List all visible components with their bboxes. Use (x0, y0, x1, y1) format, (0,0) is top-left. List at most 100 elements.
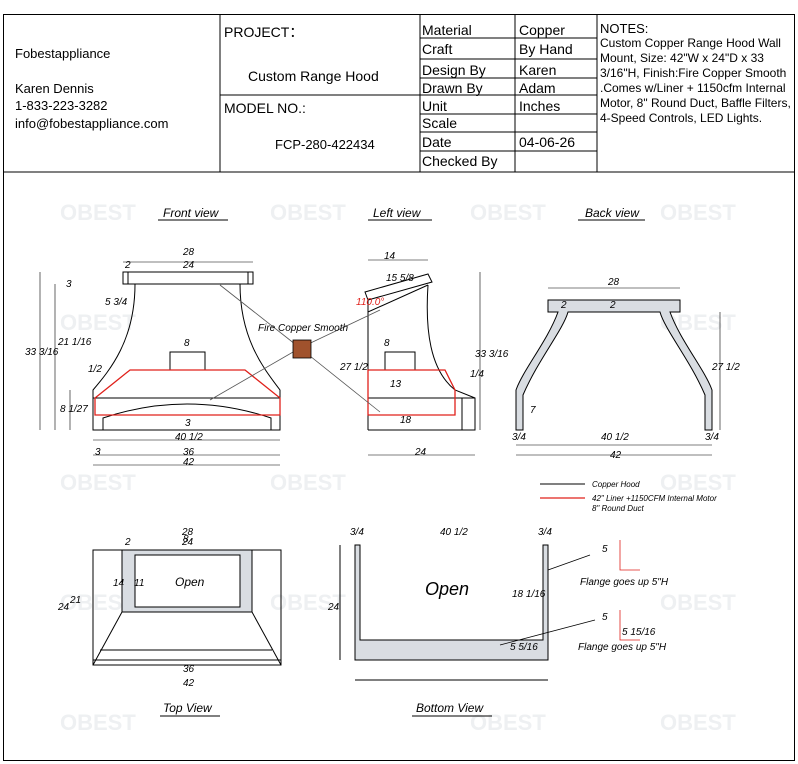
left-liner (367, 369, 456, 416)
title-block-grid (3, 14, 795, 173)
contact-phone: 1-833-223-3282 (15, 98, 108, 113)
left-dim-top14: 14 (384, 251, 396, 262)
back-dim-q2: 3/4 (705, 432, 719, 443)
spec-label-scale: Scale (422, 115, 458, 131)
front-dim-d3: 3 (66, 279, 72, 290)
watermark-text: OBEST (470, 710, 546, 735)
spec-value-drawn: Adam (519, 80, 556, 96)
legend-liner-2: 8" Round Duct (592, 504, 645, 513)
left-dim-d15: 15 5/8 (386, 273, 414, 284)
spec-value-design: Karen (519, 62, 557, 78)
flange-label-1: Flange goes up 5"H (580, 577, 669, 588)
top-dim-w36: 36 (183, 664, 195, 675)
bottom-dim-h24: 24 (327, 602, 340, 613)
flange-label-2: Flange goes up 5"H (578, 642, 667, 653)
left-dim-duct: 8 (384, 338, 390, 349)
spec-value-unit: Inches (519, 98, 561, 114)
top-dim-d8: 8 (183, 534, 189, 545)
legend-liner-1: 42" Liner +1150CFM Internal Motor (592, 494, 717, 503)
flange-dim-5: 5 (602, 544, 608, 555)
flange-details (499, 540, 640, 646)
watermark-text: OBEST (660, 710, 736, 735)
spec-label-unit: Unit (422, 98, 447, 114)
front-dim-h33: 33 3/16 (25, 347, 59, 358)
watermark-text: OBEST (270, 590, 346, 615)
bottom-view (339, 544, 549, 681)
back-dim-e2b: 2 (609, 300, 616, 311)
spec-value-craft: By Hand (519, 41, 573, 57)
front-dim-h1: 1/2 (88, 364, 102, 375)
watermark-text: OBEST (270, 200, 346, 225)
watermark-text: OBEST (60, 200, 136, 225)
top-view (92, 549, 282, 666)
bottom-dim-w40: 40 1/2 (440, 527, 468, 538)
model-label: MODEL NO.: (224, 100, 306, 116)
watermark-text: OBEST (660, 200, 736, 225)
bottom-view-open: Open (425, 579, 469, 599)
left-dim-h13: 13 (390, 379, 402, 390)
watermark-text: OBEST (660, 590, 736, 615)
left-dim-angle: 110.0° (356, 297, 384, 308)
top-dim-w42: 42 (183, 678, 195, 689)
watermark-text: OBEST (60, 710, 136, 735)
finish-callout (209, 284, 381, 413)
spec-label-date: Date (422, 134, 452, 150)
legend: Copper Hood 42" Liner +1150CFM Internal … (540, 480, 717, 513)
front-view-title: Front view (163, 206, 220, 220)
flange-dim-5b: 5 (602, 612, 608, 623)
model-number: FCP-280-422434 (275, 137, 375, 152)
bottom-dim-h5: 5 5/16 (510, 642, 538, 653)
contact-name: Karen Dennis (15, 81, 94, 96)
notes-block: NOTES: Custom Copper Range Hood Wall Mou… (600, 21, 792, 126)
watermark-text: OBEST (60, 310, 136, 335)
top-dim-h21: 21 (69, 595, 81, 606)
bottom-dim-q: 3/4 (350, 527, 364, 538)
front-dim-w36: 36 (183, 447, 195, 458)
front-dim-s3: 3 (95, 447, 101, 458)
watermark-text: OBEST (60, 470, 136, 495)
front-dim-inner-top: 24 (182, 260, 195, 271)
front-dim-d5: 5 3/4 (105, 297, 128, 308)
front-dim-w40: 40 1/2 (175, 432, 203, 443)
front-dim-w42: 42 (183, 457, 195, 468)
back-dim-w42: 42 (610, 450, 622, 461)
bottom-dim-h18: 18 1/16 (512, 589, 546, 600)
top-dim-h14: 14 (113, 578, 125, 589)
left-dim-h18: 18 (400, 415, 412, 426)
left-dim-d24: 24 (414, 447, 427, 458)
spec-value-material: Copper (519, 22, 565, 38)
spec-label-design: Design By (422, 62, 486, 78)
project-name: Custom Range Hood (248, 68, 379, 84)
front-dim-h8: 8 1/27 (60, 404, 88, 415)
back-dim-q: 3/4 (512, 432, 526, 443)
top-dim-h24: 24 (57, 602, 70, 613)
notes-text: Custom Copper Range Hood Wall Mount, Siz… (600, 36, 791, 125)
front-dim-h21: 21 1/16 (57, 337, 92, 348)
spec-label-checked: Checked By (422, 153, 498, 169)
bottom-view-title: Bottom View (416, 701, 484, 715)
front-view (92, 271, 281, 431)
dimension-lines (39, 259, 721, 466)
top-dim-h11: 11 (134, 578, 144, 589)
top-dim-w28: 28 (181, 527, 194, 538)
left-view-title: Left view (373, 206, 422, 220)
back-dim-e2: 2 (560, 300, 567, 311)
front-dim-top-w: 28 (182, 247, 195, 258)
back-dim-h7: 7 (530, 405, 536, 416)
spec-label-craft: Craft (422, 41, 453, 57)
finish-label: Fire Copper Smooth (258, 323, 348, 334)
back-dim-w28: 28 (607, 277, 620, 288)
spec-value-date: 04-06-26 (519, 134, 576, 150)
front-dim-duct: 8 (184, 338, 190, 349)
top-dim-e2: 2 (124, 537, 131, 548)
fire-copper-swatch (292, 339, 312, 359)
watermark-text: OBEST (270, 470, 346, 495)
contact-email: info@fobestappliance.com (15, 116, 169, 131)
back-view-title: Back view (585, 206, 640, 220)
legend-copper: Copper Hood (592, 480, 640, 489)
left-dim-h27: 27 1/2 (339, 362, 368, 373)
project-label: PROJECT： (224, 24, 304, 40)
top-view-title: Top View (163, 701, 213, 715)
flange-dim-55: 5 15/16 (622, 627, 656, 638)
